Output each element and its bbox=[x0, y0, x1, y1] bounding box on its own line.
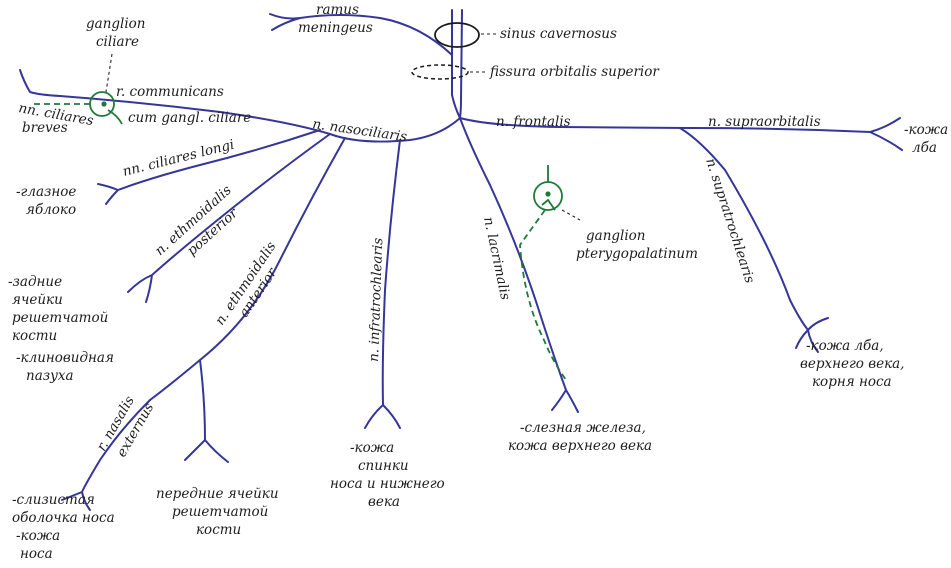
text-labels: ramus meningeus sinus cavernosus fissura… bbox=[8, 2, 948, 562]
n-supratrochlearis-label: n. supratrochlearis bbox=[702, 156, 758, 285]
spinki-label-1: -кожа bbox=[350, 440, 394, 456]
n-infratrochlearis-branch bbox=[364, 139, 401, 429]
slezn-label-1: -слезная железа, bbox=[520, 420, 646, 436]
meningeus-label: meningeus bbox=[298, 20, 373, 36]
n-infratrochlearis-label: n. infratrochlearis bbox=[366, 237, 386, 362]
nerve-branches bbox=[19, 9, 903, 511]
glaznoe-label-1: -глазное bbox=[16, 184, 76, 200]
klinovid-label-1: -клиновидная bbox=[16, 350, 114, 366]
spinki-label-3: носа и нижнего bbox=[330, 476, 445, 492]
fissura-orbitalis-ring bbox=[411, 64, 469, 80]
kozha-lba-label-1: -кожа bbox=[904, 122, 948, 138]
ganglion-ciliare-label-1: ganglion bbox=[86, 16, 145, 32]
nn-ciliares-longi-label: nn. ciliares longi bbox=[121, 137, 236, 180]
nn-ciliares-longi-branch bbox=[97, 129, 321, 205]
ciliary-ganglion-root bbox=[107, 109, 123, 125]
pterygopalatine-ganglion bbox=[519, 165, 567, 381]
spinki-label-2: спинки bbox=[358, 458, 409, 474]
kozha-lba-vek-label-1: -кожа лба, bbox=[806, 338, 884, 354]
sliz-label-2: оболочка носа bbox=[12, 510, 115, 526]
ciliary-ganglion bbox=[30, 91, 123, 125]
kozha-lba-label-2: лба bbox=[912, 140, 937, 156]
kozha-nosa-label-1: -кожа bbox=[16, 528, 60, 544]
sliz-label-1: -слизистая bbox=[12, 492, 95, 508]
n-frontalis-branch bbox=[459, 117, 903, 151]
anterior-ethmoid-branch bbox=[184, 359, 229, 463]
kozha-lba-vek-label-3: корня носа bbox=[812, 374, 892, 390]
spinki-label-4: века bbox=[368, 494, 400, 510]
fissura-orbitalis-label: fissura orbitalis superior bbox=[489, 64, 660, 80]
glaznoe-label-2: яблоко bbox=[26, 202, 76, 218]
pterygopalatine-roots bbox=[541, 165, 556, 211]
n-supratrochlearis-branch bbox=[679, 127, 829, 353]
perednie-label-2: решетчатой bbox=[172, 504, 268, 520]
perednie-label-1: передние ячейки bbox=[156, 486, 279, 502]
ganglion-ciliare-label-2: ciliare bbox=[96, 34, 139, 50]
ramus-meningeus-branch bbox=[269, 13, 453, 56]
zadnie-label-2: ячейки bbox=[12, 292, 63, 308]
nn-ciliares-breves-label-2: breves bbox=[22, 120, 68, 136]
secretory-fibers-dashed bbox=[519, 209, 567, 381]
zadnie-label-4: кости bbox=[12, 328, 57, 344]
n-lacrimalis-branch bbox=[459, 117, 579, 413]
cum-gangl-ciliare-label: cum gangl. ciliare bbox=[128, 110, 251, 126]
ganglion-pterygopalatinum-label-1: ganglion bbox=[586, 228, 645, 244]
n-frontalis-label: n. frontalis bbox=[496, 114, 571, 130]
n-ethmoidalis-posterior-branch bbox=[127, 133, 331, 303]
ramus-label: ramus bbox=[316, 2, 359, 18]
slezn-label-2: кожа верхнего века bbox=[508, 438, 652, 454]
n-nasociliaris-branch bbox=[19, 69, 461, 143]
leader-lines bbox=[105, 33, 581, 221]
n-ethmoidalis-anterior-branch bbox=[149, 137, 346, 401]
sinus-cavernosus-ring bbox=[434, 22, 480, 48]
r-communicans-label: r. communicans bbox=[116, 84, 224, 100]
perednie-label-3: кости bbox=[196, 522, 241, 538]
klinovid-label-2: пазуха bbox=[26, 368, 74, 384]
kozha-lba-vek-label-2: верхнего века, bbox=[800, 356, 904, 372]
zadnie-label-3: решетчатой bbox=[12, 310, 108, 326]
ciliary-ganglion-dot bbox=[101, 101, 107, 107]
r-nasalis-externus-branch bbox=[61, 399, 151, 511]
ophthalmic-trunk-side bbox=[459, 9, 463, 119]
kozha-nosa-label-2: носа bbox=[20, 546, 53, 562]
ophthalmic-trunk bbox=[451, 9, 461, 119]
zadnie-label-1: -задние bbox=[8, 274, 62, 290]
n-supraorbitalis-label: n. supraorbitalis bbox=[708, 114, 821, 130]
ganglion-pterygopalatinum-label-2: pterygopalatinum bbox=[576, 246, 698, 262]
pterygopalatine-dot bbox=[545, 191, 551, 197]
sinus-cavernosus-label: sinus cavernosus bbox=[500, 26, 617, 42]
